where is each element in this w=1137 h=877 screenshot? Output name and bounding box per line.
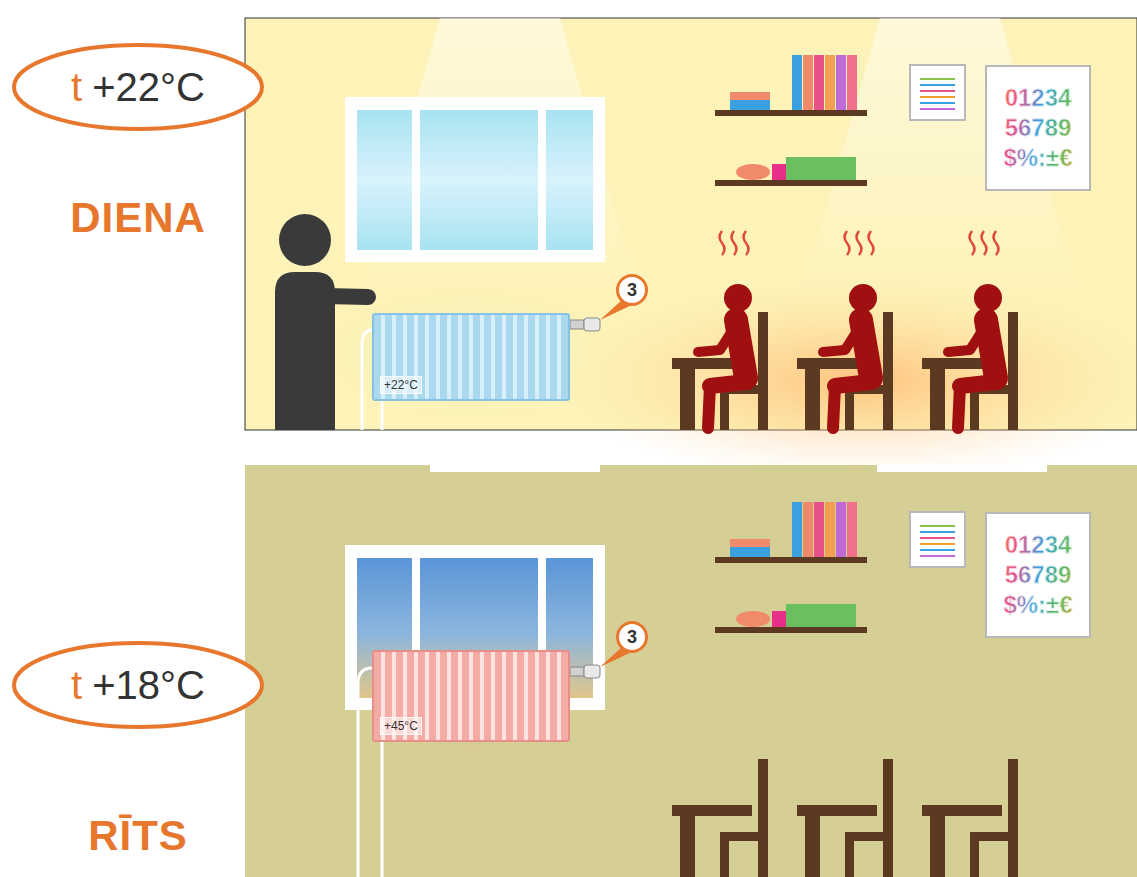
temperature-oval: t+22°CDIENA [10,42,266,232]
number-poster: 01234 56789 $%:±€ [985,65,1091,191]
callout-text: 3 [627,280,637,301]
temperature-row: t+18°C [10,640,266,730]
poster-symbols: 01234 56789 $%:±€ [996,83,1080,173]
radiator: +22°C [372,313,570,401]
oval-shape [14,643,262,727]
callout-text: 3 [627,627,637,648]
time-of-day-label: RĪTS [10,812,266,860]
oval-shape [14,45,262,129]
radiator-temperature: +22°C [380,376,422,394]
temperature-value: +22°C [92,65,205,110]
poster-symbols: 01234 56789 $%:±€ [996,530,1080,620]
temperature-row: t+22°C [10,42,266,132]
callout-number: 3 [616,274,648,306]
temperature-value: +18°C [92,663,205,708]
temperature-symbol: t [71,65,82,110]
number-poster: 01234 56789 $%:±€ [985,512,1091,638]
temperature-oval: t+18°C RĪTS [10,640,266,872]
radiator: +45°C [372,650,570,742]
radiator-temperature: +45°C [380,717,422,735]
callout-number: 3 [616,621,648,653]
temperature-symbol: t [71,663,82,708]
time-of-day-label: DIENA [10,194,266,242]
